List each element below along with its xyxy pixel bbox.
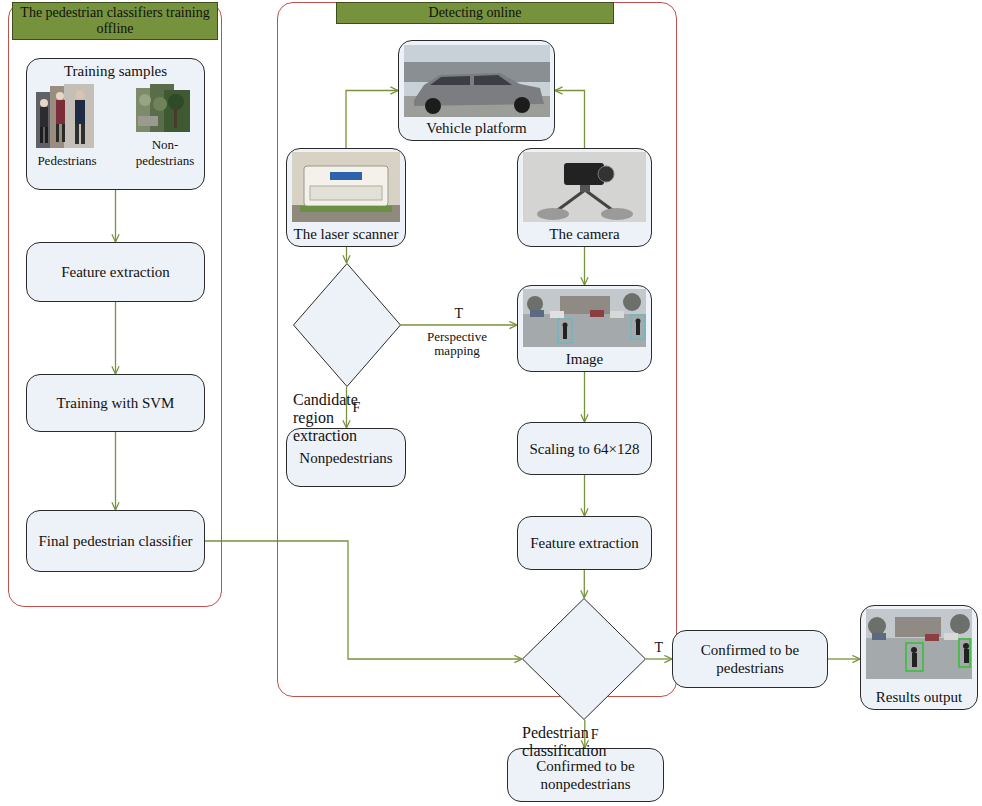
connector-arrow: [401, 324, 517, 325]
box-label: Training with SVM: [35, 394, 196, 412]
photo-box: Results output: [860, 605, 978, 710]
photo-box: The camera: [517, 148, 652, 247]
result-image-photo: [866, 609, 972, 679]
process-box: Scaling to 64×128: [517, 422, 652, 475]
connector-arrow: [115, 190, 116, 242]
box-label: Scaling to 64×128: [526, 440, 643, 458]
connector-arrow: [555, 91, 585, 149]
diamond-label: Candidate region extraction: [293, 391, 369, 445]
box-label: Feature extraction: [35, 263, 196, 281]
edge-label: F: [353, 400, 361, 415]
group-region: The pedestrian classifiers training offl…: [8, 2, 222, 607]
vehicle-photo: [404, 45, 550, 117]
box-label: Final pedestrian classifier: [35, 532, 196, 550]
box-label: The camera: [522, 225, 647, 243]
connector-arrow: [346, 91, 398, 149]
edge-label: F: [591, 727, 599, 742]
process-box: Final pedestrian classifier: [26, 510, 205, 572]
camera-image-photo: [523, 289, 646, 347]
edge-label-holder: T: [455, 306, 464, 321]
box-label: The laser scanner: [291, 225, 401, 243]
sample-box: Training samplesPedestrians Non- pedestri…: [26, 58, 205, 190]
connector-arrow: [346, 247, 347, 263]
connector-arrow: [115, 302, 116, 374]
non-pedestrian-photos: [136, 84, 190, 132]
caption-holder: Non- pedestrians: [125, 137, 205, 168]
box-label: Results output: [865, 688, 973, 706]
box-label: Training samples: [27, 62, 204, 80]
box-label: Nonpedestrians: [295, 449, 397, 467]
region-heading: Detecting online: [336, 2, 614, 24]
connector-arrow: [584, 247, 585, 285]
photo-caption: Non- pedestrians: [125, 137, 205, 168]
edge-note: Perspective mapping: [404, 330, 510, 359]
connector-arrow: [584, 570, 585, 598]
process-box: Feature extraction: [517, 516, 652, 570]
connector-arrow: [828, 658, 860, 659]
edge-label-holder: T: [655, 640, 664, 655]
decision-diamond: Pedestrian classification: [522, 598, 646, 720]
process-box: Training with SVM: [26, 374, 205, 432]
connector-arrow: [646, 658, 672, 659]
decision-diamond: Candidate region extraction: [293, 263, 401, 387]
diamond-outline: [522, 598, 646, 720]
box-label: Confirmed to be pedestrians: [681, 641, 819, 677]
photo-box: Image: [517, 285, 652, 372]
caption-holder: Pedestrians: [26, 153, 108, 169]
connector-arrow: [205, 541, 522, 659]
connector-arrow: [584, 475, 585, 516]
process-box: Confirmed to be pedestrians: [672, 630, 828, 688]
diamond-outline: [293, 263, 401, 387]
edge-label-holder: F: [353, 400, 361, 415]
note-holder: Perspective mapping: [404, 330, 510, 359]
region-heading: The pedestrian classifiers training offl…: [12, 2, 218, 40]
diamond-label: Pedestrian classification: [522, 724, 616, 760]
laser-scanner-photo: [292, 152, 400, 222]
photo-caption: Pedestrians: [26, 153, 108, 169]
box-label: Image: [522, 350, 647, 368]
edge-label: T: [655, 640, 664, 655]
connector-arrow: [115, 432, 116, 510]
box-label: Vehicle platform: [403, 119, 550, 137]
camera-photo: [523, 152, 646, 222]
box-label: Confirmed to be nonpedestrians: [516, 757, 655, 793]
pedestrian-photos: [36, 84, 94, 148]
edge-label: T: [455, 306, 464, 321]
process-box: Feature extraction: [26, 242, 205, 302]
box-label: Feature extraction: [526, 534, 643, 552]
photo-box: Vehicle platform: [398, 40, 555, 141]
connector-arrow: [584, 372, 585, 422]
edge-label-holder: F: [591, 727, 599, 742]
photo-box: The laser scanner: [286, 148, 406, 247]
process-box: Confirmed to be nonpedestrians: [507, 748, 664, 802]
